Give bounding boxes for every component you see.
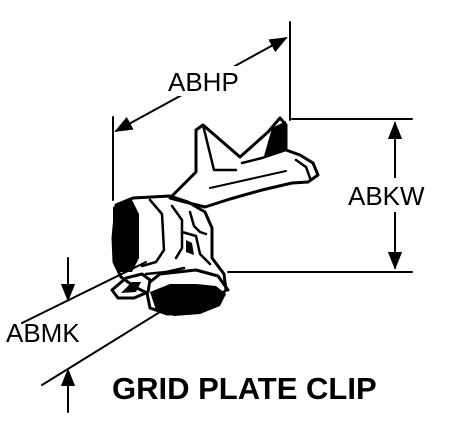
dimension-abkw: ABKW (227, 118, 446, 273)
extension-line-upper (21, 261, 147, 324)
dimension-label-abkw: ABKW (348, 181, 425, 211)
dimension-abmk: ABMK (6, 257, 169, 413)
diagram-title: GRID PLATE CLIP (112, 371, 377, 406)
dimension-label-abmk: ABMK (6, 318, 80, 348)
dimension-abhp: ABHP (112, 21, 291, 201)
grid-plate-clip-drawing (110, 116, 320, 316)
dimension-label-abhp: ABHP (168, 67, 239, 97)
